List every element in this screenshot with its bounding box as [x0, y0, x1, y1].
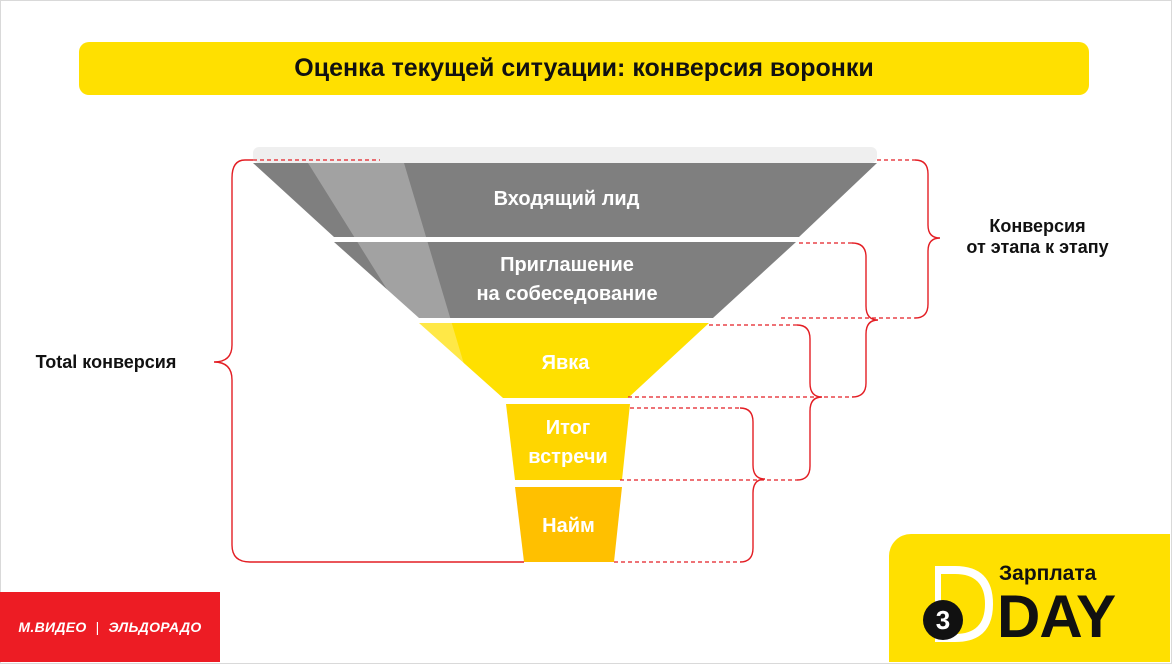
stage-label-incoming-lead: Входящий лид	[334, 185, 799, 214]
step-bracket-4	[739, 407, 766, 563]
step-bracket-2	[851, 242, 879, 398]
funnel-stage-invitation	[334, 242, 796, 318]
title-bar: Оценка текущей ситуации: конверсия ворон…	[79, 42, 1089, 95]
step-conversion-line1: Конверсия	[989, 216, 1086, 236]
funnel-stage-incoming-lead	[253, 163, 877, 237]
zarplata-word: Зарплата	[999, 562, 1097, 585]
total-conversion-text: Total конверсия	[35, 352, 177, 372]
slide-title: Оценка текущей ситуации: конверсия ворон…	[294, 54, 874, 82]
stage-label-meeting-result: Итог встречи	[506, 414, 630, 472]
zarplata-badge-icon: 3	[923, 566, 993, 642]
step-bracket-1	[914, 159, 941, 319]
stage-label-text: Приглашение	[500, 254, 634, 276]
total-conversion-bracket	[213, 159, 524, 563]
funnel-highlight	[308, 163, 523, 562]
stage-label-text: Найм	[542, 515, 595, 537]
stage-label-text: Входящий лид	[493, 188, 640, 210]
stage-label-hire: Найм	[515, 512, 622, 541]
stage-label-text: на собеседование	[476, 283, 658, 305]
zarplata-badge-number: 3	[936, 605, 950, 635]
step-brackets	[739, 159, 941, 563]
stage-label-invitation: Приглашение на собеседование	[419, 251, 715, 309]
funnel-rim	[253, 147, 877, 163]
stage-label-text: встречи	[528, 446, 608, 468]
eldorado-logo-text: ЭЛЬДОРАДО	[108, 619, 202, 635]
step-bracket-3	[796, 324, 823, 481]
funnel-stage-attendance	[419, 323, 709, 398]
funnel-stage-hire	[515, 487, 622, 562]
stage-label-text: Явка	[541, 352, 590, 374]
stage-label-text: Итог	[545, 417, 591, 439]
total-conversion-label: Total конверсия	[8, 352, 204, 373]
step-leader-lines	[253, 159, 915, 563]
step-conversion-label: Конверсия от этапа к этапу	[935, 216, 1140, 257]
mvideo-logo-text: М.ВИДЕО	[18, 619, 87, 635]
funnel-stage-meeting-result	[506, 404, 630, 480]
mvideo-eldorado-logo: М.ВИДЕО | ЭЛЬДОРАДО	[0, 592, 220, 662]
zarplata-day-logo: 3 Зарплата DAY	[889, 534, 1170, 662]
step-conversion-line2: от этапа к этапу	[966, 236, 1109, 257]
logo-separator: |	[95, 619, 100, 635]
stage-label-attendance: Явка	[503, 349, 628, 378]
zarplata-day: DAY	[997, 583, 1116, 650]
